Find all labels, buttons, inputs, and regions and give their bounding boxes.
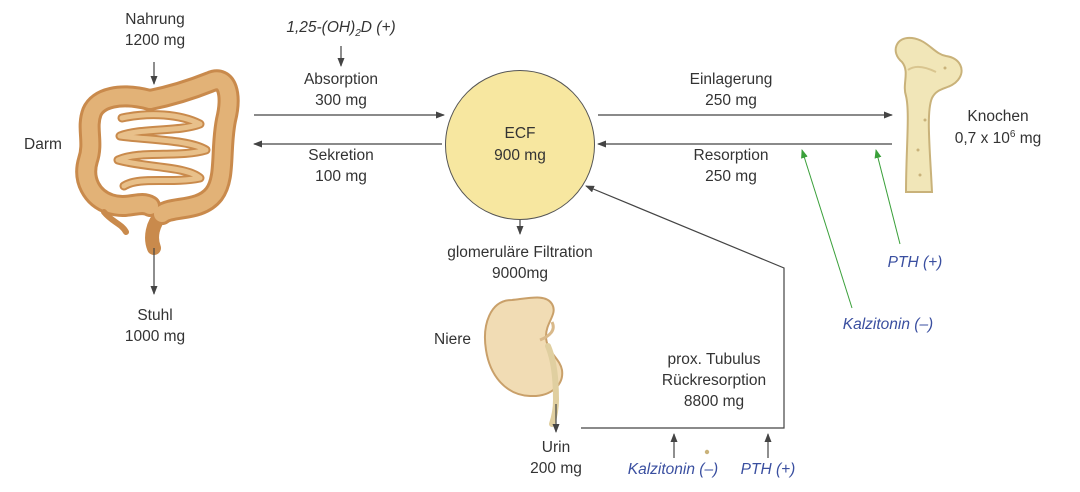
bone-illustration bbox=[894, 36, 963, 193]
tubulus-label: prox. Tubulus Rückresorption 8800 mg bbox=[662, 350, 766, 413]
calcitonin-tubulus-label: Kalzitonin (–) bbox=[627, 461, 719, 478]
ecf-name: ECF bbox=[504, 125, 536, 143]
absorption-amount: 300 mg bbox=[315, 91, 367, 109]
vitamin-d-subscript: 2 bbox=[355, 28, 361, 40]
urine-name: Urin bbox=[541, 439, 571, 456]
tubulus-line1: prox. Tubulus bbox=[667, 351, 761, 368]
urine-amount: 200 mg bbox=[530, 459, 582, 477]
bone-amount-prefix: 0,7 x 10 bbox=[954, 130, 1010, 148]
flow-arrows bbox=[150, 46, 893, 458]
vitamin-d-suffix: D (+) bbox=[360, 19, 396, 36]
ecf-amount: 900 mg bbox=[494, 147, 546, 164]
filtration-line1: glomeruläre Filtration bbox=[447, 244, 593, 261]
secretion-name: Sekretion bbox=[308, 147, 374, 164]
resorption-label: Resorption 250 mg bbox=[694, 146, 769, 188]
secretion-amount: 100 mg bbox=[315, 167, 367, 185]
urine-label: Urin 200 mg bbox=[530, 438, 582, 480]
intake-amount: 1200 mg bbox=[124, 31, 186, 49]
kidney-label: Niere bbox=[434, 331, 472, 348]
kidney-illustration bbox=[484, 296, 564, 427]
vitamin-d-label: 1,25-(OH)2D (+) bbox=[286, 18, 395, 41]
bone-amount: 0,7 x 106 mg bbox=[955, 128, 1042, 150]
calcitonin-bone-label: Kalzitonin (–) bbox=[842, 316, 934, 333]
intake-name: Nahrung bbox=[125, 11, 185, 28]
bone-label: Knochen 0,7 x 106 mg bbox=[955, 107, 1042, 150]
filtration-label: glomeruläre Filtration 9000mg bbox=[447, 243, 593, 285]
stool-amount: 1000 mg bbox=[124, 327, 186, 345]
bone-amount-unit: mg bbox=[1015, 130, 1042, 148]
bone-name: Knochen bbox=[967, 108, 1029, 125]
resorption-amount: 250 mg bbox=[705, 167, 757, 185]
regulator-arrows bbox=[801, 149, 901, 309]
resorption-name: Resorption bbox=[693, 147, 769, 164]
filtration-amount: 9000mg bbox=[491, 264, 548, 282]
tubulus-line2: Rückresorption bbox=[661, 371, 767, 389]
absorption-label: Absorption 300 mg bbox=[304, 70, 378, 112]
tubulus-amount: 8800 mg bbox=[683, 392, 745, 410]
pth-tubulus-label: PTH (+) bbox=[740, 461, 796, 478]
gut-label: Darm bbox=[24, 136, 62, 153]
deposition-name: Einlagerung bbox=[689, 71, 773, 88]
intestine-illustration bbox=[75, 69, 240, 255]
deposition-amount: 250 mg bbox=[705, 91, 757, 109]
stool-label: Stuhl 1000 mg bbox=[125, 306, 185, 348]
stool-name: Stuhl bbox=[137, 307, 173, 324]
absorption-name: Absorption bbox=[303, 71, 379, 88]
intake-label: Nahrung 1200 mg bbox=[125, 10, 185, 52]
pth-bone-label: PTH (+) bbox=[887, 254, 943, 271]
ecf-node: ECF 900 mg bbox=[445, 70, 595, 220]
vitamin-d-prefix: 1,25-(OH) bbox=[286, 19, 356, 36]
speck bbox=[704, 449, 710, 455]
bone-amount-exponent: 6 bbox=[1009, 128, 1016, 140]
secretion-label: Sekretion 100 mg bbox=[308, 146, 373, 188]
deposition-label: Einlagerung 250 mg bbox=[690, 70, 773, 112]
